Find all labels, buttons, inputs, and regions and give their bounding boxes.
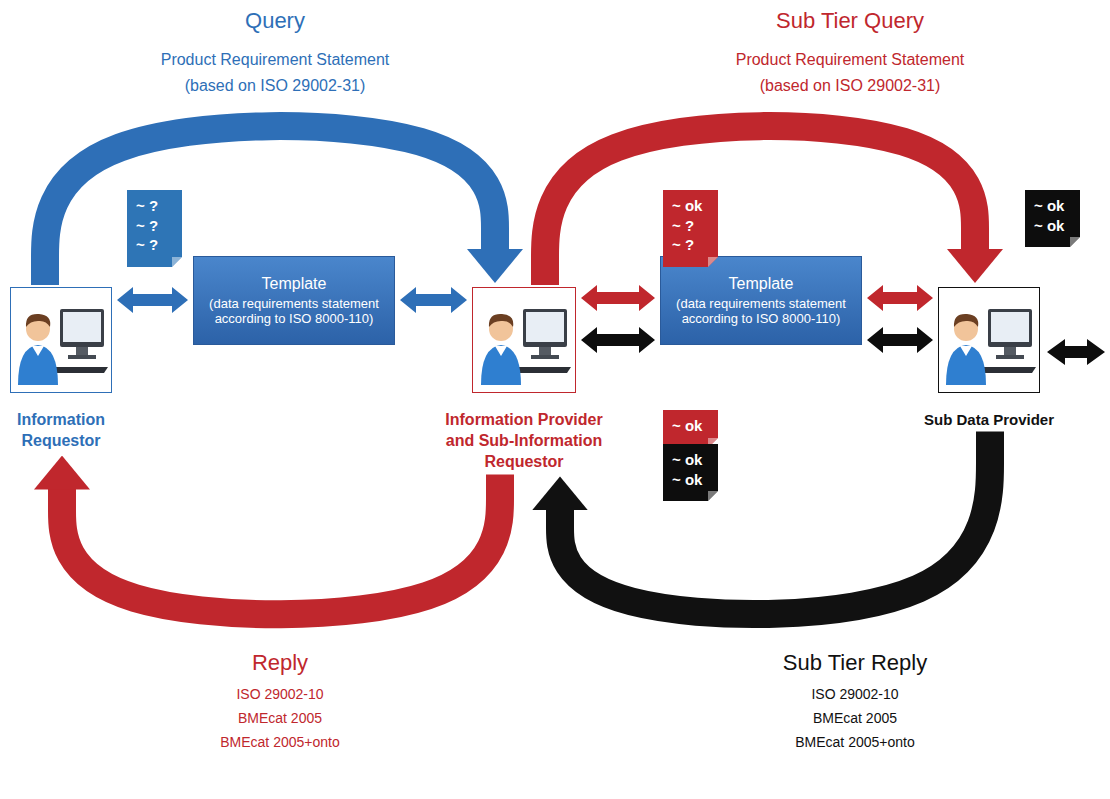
document-icon: ~ ok	[663, 410, 718, 448]
template-title: Template	[729, 274, 794, 293]
template-title: Template	[262, 274, 327, 293]
reply-format-item: BMEcat 2005+onto	[695, 734, 1015, 751]
document-body	[663, 444, 718, 501]
document-line: ~ ok	[672, 450, 712, 470]
template-note: (data requirements statement according t…	[204, 296, 384, 327]
exchange-arrow	[581, 285, 655, 311]
reply-format-item: BMEcat 2005+onto	[120, 734, 440, 751]
exchange-arrow	[400, 287, 467, 313]
reply-format-item: ISO 29002-10	[695, 686, 1015, 703]
flow-title: Sub Tier Query	[690, 8, 1010, 34]
document-fold	[708, 257, 718, 267]
flow-arrow	[62, 474, 500, 614]
exchange-arrow	[867, 327, 933, 353]
reply-format-item: BMEcat 2005	[120, 710, 440, 727]
document-body	[663, 190, 718, 267]
document-line: ~ ok	[1034, 196, 1074, 216]
actor-box: Sub Data Provider	[938, 287, 1040, 393]
document-icon: ~ ok~ ok	[1025, 190, 1080, 247]
actor-box: Information Provider and Sub-Information…	[472, 287, 576, 393]
actor-label: Information Provider and Sub-Information…	[432, 410, 616, 472]
document-fold	[1070, 237, 1080, 247]
flow-title: Query	[115, 8, 435, 34]
provider-icon	[481, 309, 571, 385]
document-line: ~ ?	[136, 235, 176, 255]
document-body	[663, 410, 718, 448]
document-icon: ~ ok~ ?~ ?	[663, 190, 718, 267]
exchange-arrow	[867, 285, 933, 311]
actor-label: Information Requestor	[5, 410, 117, 452]
flow-arrow	[560, 432, 990, 615]
requestor-icon	[18, 309, 108, 385]
query-format-note: Product Requirement Statement	[115, 50, 435, 69]
reply-format-item: BMEcat 2005	[695, 710, 1015, 727]
document-line: ~ ok	[1034, 216, 1074, 236]
document-line: ~ ?	[136, 216, 176, 236]
outgoing-double-arrow	[1047, 339, 1105, 365]
actor-box: Information Requestor	[10, 287, 112, 393]
document-icon: ~ ?~ ?~ ?	[127, 190, 182, 267]
template-note: (data requirements statement according t…	[671, 296, 851, 327]
document-body	[127, 190, 182, 267]
document-icon: ~ ok~ ok	[663, 444, 718, 501]
reply-format-item: ISO 29002-10	[120, 686, 440, 703]
document-line: ~ ?	[136, 196, 176, 216]
template-box: Template (data requirements statement acc…	[193, 256, 395, 345]
flow-title: Sub Tier Reply	[695, 650, 1015, 676]
exchange-arrow	[581, 327, 655, 353]
document-line: ~ ok	[672, 470, 712, 490]
actor-label: Sub Data Provider	[904, 410, 1074, 430]
query-format-note: Product Requirement Statement	[690, 50, 1010, 69]
document-line: ~ ok	[672, 196, 712, 216]
template-box: Template (data requirements statement acc…	[660, 256, 862, 345]
document-line: ~ ?	[672, 216, 712, 236]
document-fold	[708, 491, 718, 501]
document-fold	[172, 257, 182, 267]
document-body	[1025, 190, 1080, 247]
query-format-note: (based on ISO 29002-31)	[690, 76, 1010, 95]
sub-provider-icon	[946, 309, 1036, 385]
document-line: ~ ok	[672, 416, 712, 436]
exchange-arrow	[117, 287, 188, 313]
document-line: ~ ?	[672, 235, 712, 255]
flow-title: Reply	[120, 650, 440, 676]
query-format-note: (based on ISO 29002-31)	[115, 76, 435, 95]
